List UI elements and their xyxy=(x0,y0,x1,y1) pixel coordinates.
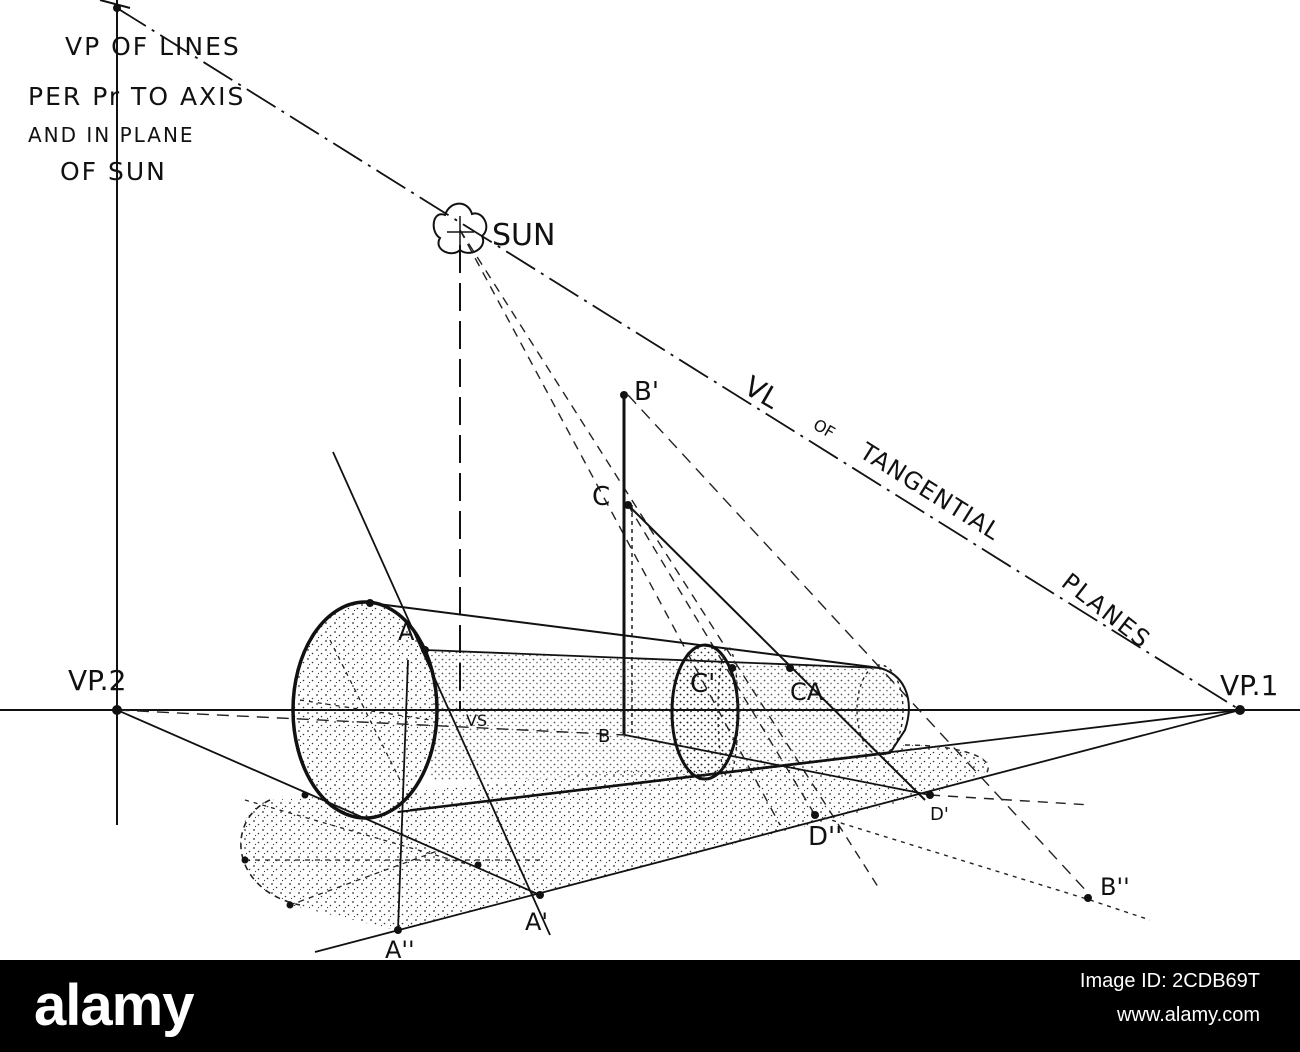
diagram-drawing: VP OF LINES PER Pr TO AXIS AND IN PLANE … xyxy=(0,0,1300,960)
point-ca-label: CA xyxy=(790,678,824,706)
vs-label: VS xyxy=(466,711,487,730)
note-line-4: OF SUN xyxy=(60,157,167,186)
sun-label: SUN xyxy=(492,218,555,253)
diagram-svg: VP OF LINES PER Pr TO AXIS AND IN PLANE … xyxy=(0,0,1300,960)
alamy-logo: alamy xyxy=(34,973,194,1038)
tangential-vl-line xyxy=(116,7,1241,711)
point-a-label: A xyxy=(398,618,415,646)
note-line-2: PER Pr TO AXIS xyxy=(28,82,245,111)
point-d-double-label: D'' xyxy=(808,822,842,852)
vl-of-label: OF xyxy=(810,415,838,442)
point-c-label: C xyxy=(592,482,610,512)
sun-symbol xyxy=(432,202,488,255)
vp2-label: VP.2 xyxy=(68,664,126,697)
vl-label: VL xyxy=(739,369,786,415)
point-a-double-label: A'' xyxy=(385,936,415,960)
note-line-3: AND IN PLANE xyxy=(28,123,195,147)
planes-label: PLANES xyxy=(1056,568,1156,655)
site-url-text: www.alamy.com xyxy=(1117,1004,1260,1026)
tangential-label: TANGENTIAL xyxy=(854,437,1006,546)
point-b-label: B xyxy=(598,726,610,747)
point-a-prime-label: A' xyxy=(525,908,548,936)
image-id-text: Image ID: 2CDB69T xyxy=(1079,970,1260,992)
construction-points xyxy=(112,4,1245,934)
note-line-1: VP OF LINES xyxy=(65,32,241,61)
cast-shadow xyxy=(240,744,991,930)
point-b-double-label: B'' xyxy=(1100,873,1130,901)
cylinder xyxy=(291,600,910,820)
point-c-prime-label: C' xyxy=(690,669,715,699)
point-d-prime-label: D' xyxy=(930,804,949,825)
vp1-label: VP.1 xyxy=(1220,669,1278,702)
watermark-footer: alamy Image ID: 2CDB69T www.alamy.com xyxy=(0,960,1300,1052)
point-b-prime-label: B' xyxy=(634,377,659,407)
